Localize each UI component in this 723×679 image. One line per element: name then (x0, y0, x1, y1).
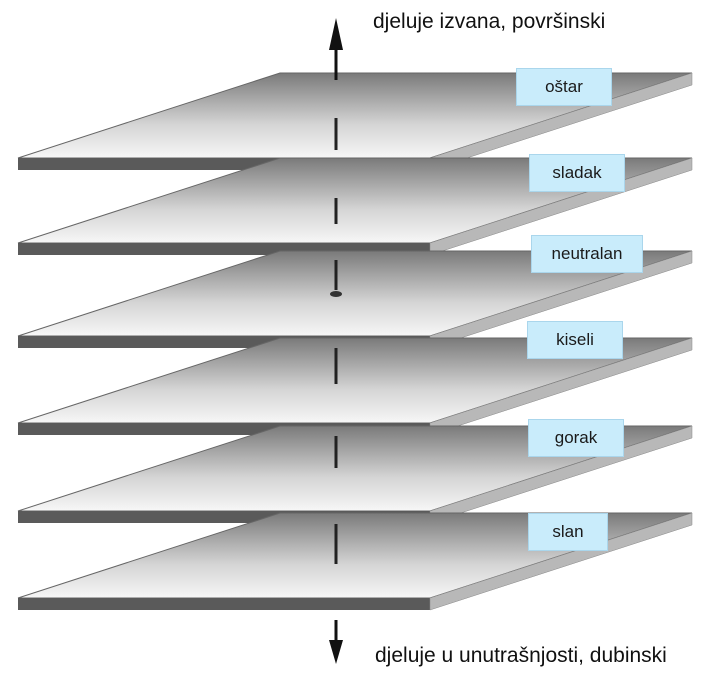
axis-pivot-dot (330, 291, 342, 297)
plate-layer (17, 512, 693, 611)
top-caption: djeluje izvana, površinski (373, 10, 606, 33)
plate-front-edge (18, 598, 430, 610)
layer-label-ostar: oštar (516, 68, 612, 106)
layer-label-sladak: sladak (529, 154, 625, 192)
layer-label-neutralan: neutralan (531, 235, 643, 273)
layer-label-gorak: gorak (528, 419, 624, 457)
plate-layer (17, 250, 693, 349)
vertical-axis-arrow (329, 18, 343, 664)
layer-label-slan: slan (528, 513, 608, 551)
bottom-caption: djeluje u unutrašnjosti, dubinski (375, 644, 667, 667)
layer-label-kiseli: kiseli (527, 321, 623, 359)
